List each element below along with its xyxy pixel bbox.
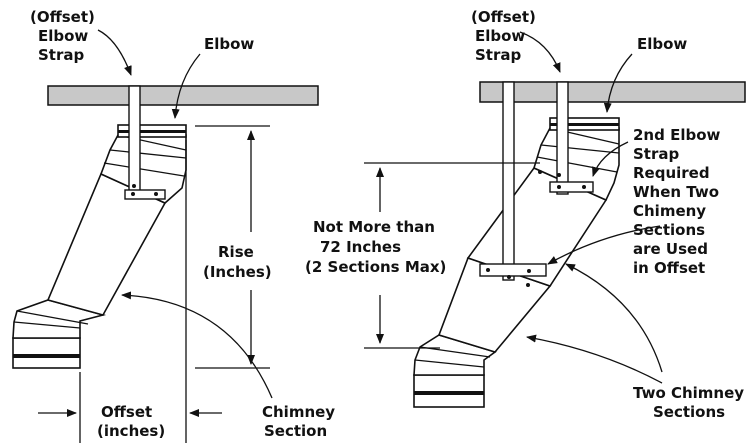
left-offset-strap-label: (Offset) Elbow Strap	[30, 8, 100, 64]
left-elbow-strap	[128, 85, 141, 199]
left-elbow-label: Elbow	[204, 35, 254, 53]
right-second-strap-note: 2nd Elbow Strap Required When Two Chimen…	[633, 126, 726, 277]
right-elbow-label: Elbow	[637, 35, 687, 53]
right-collar-band	[414, 391, 484, 395]
right-offset-strap-label: (Offset) Elbow Strap	[471, 8, 541, 64]
right-elbow-strap	[556, 81, 569, 195]
left-rise-label: Rise (Inches)	[203, 243, 272, 281]
right-max-length-label: Not More than 72 Inches (2 Sections Max)	[305, 218, 446, 276]
left-chimney-section-label: Chimney Section	[262, 403, 340, 440]
right-two-sections-label: Two Chimney Sections	[633, 384, 749, 421]
left-bottom-collar	[12, 337, 81, 369]
left-ceiling	[47, 85, 319, 106]
right-second-elbow-strap	[502, 81, 515, 281]
right-figure: (Offset) Elbow Strap Elbow Not More than…	[305, 8, 749, 421]
left-figure: (Offset) Elbow Strap Elbow Rise (Inches)…	[12, 8, 340, 443]
right-ceiling	[479, 81, 746, 103]
left-offset-label: Offset (inches)	[97, 403, 165, 440]
left-collar-band	[13, 354, 80, 358]
